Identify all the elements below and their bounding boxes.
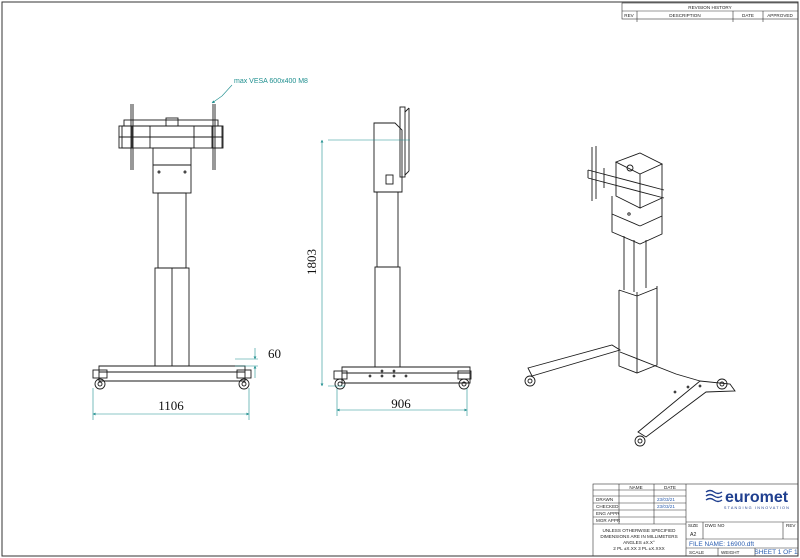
size-value: A2 <box>690 532 696 538</box>
revision-col-date: DATE <box>742 13 754 18</box>
tolerance-note-line: DIMENSIONS ARE IN MILLIMETERS <box>600 534 677 539</box>
vesa-annotation: max VESA 600x400 M8 <box>234 78 308 85</box>
front-view <box>92 104 252 390</box>
tolerance-note-line: UNLESS OTHERWISE SPECIFIED <box>603 528 677 533</box>
revision-col-approved: APPROVED <box>767 13 793 18</box>
dimension-lines <box>92 84 468 420</box>
side-view <box>333 106 472 390</box>
company-tagline: STANDING INNOVATION <box>724 506 790 510</box>
dimension-side-depth: 906 <box>391 396 411 411</box>
sheet-number: SHEET 1 OF 1 <box>754 549 798 556</box>
dimension-height: 1803 <box>304 249 319 275</box>
dimension-front-width: 1106 <box>158 398 184 413</box>
file-name: FILE NAME: 16900.dft <box>689 541 754 548</box>
weight-label: WEIGHT <box>721 550 740 555</box>
revision-history-table <box>621 2 799 22</box>
isometric-view <box>524 146 736 447</box>
revision-history-title: REVISION HISTORY <box>688 5 731 10</box>
title-row-date: 23/03/21 <box>657 497 675 502</box>
euromet-logo-icon <box>705 489 723 503</box>
dwg-no-label: DWG NO <box>705 523 725 528</box>
title-row-label: ENG APPR <box>596 511 620 516</box>
company-name: euromet <box>725 489 789 506</box>
tolerance-note-line: 2 PL ±X.XX 3 PL ±X.XXX <box>613 546 664 551</box>
title-row-label: CHECKED <box>596 504 619 509</box>
revision-col-description: DESCRIPTION <box>669 13 700 18</box>
dimension-foot-height: 60 <box>268 346 281 361</box>
scale-label: SCALE <box>689 550 704 555</box>
title-row-date: 23/03/21 <box>657 504 675 509</box>
title-row-label: MGR APPR <box>596 518 621 523</box>
title-header-name: NAME <box>629 485 642 490</box>
tolerance-note-line: ANGLES ±X.X° <box>623 540 655 545</box>
title-block <box>592 483 799 557</box>
revision-col-rev: REV <box>624 13 634 18</box>
size-label: SIZE <box>688 523 698 528</box>
rev-label: REV <box>786 523 796 528</box>
title-row-label: DRAWN <box>596 497 613 502</box>
title-header-date: DATE <box>664 485 676 490</box>
